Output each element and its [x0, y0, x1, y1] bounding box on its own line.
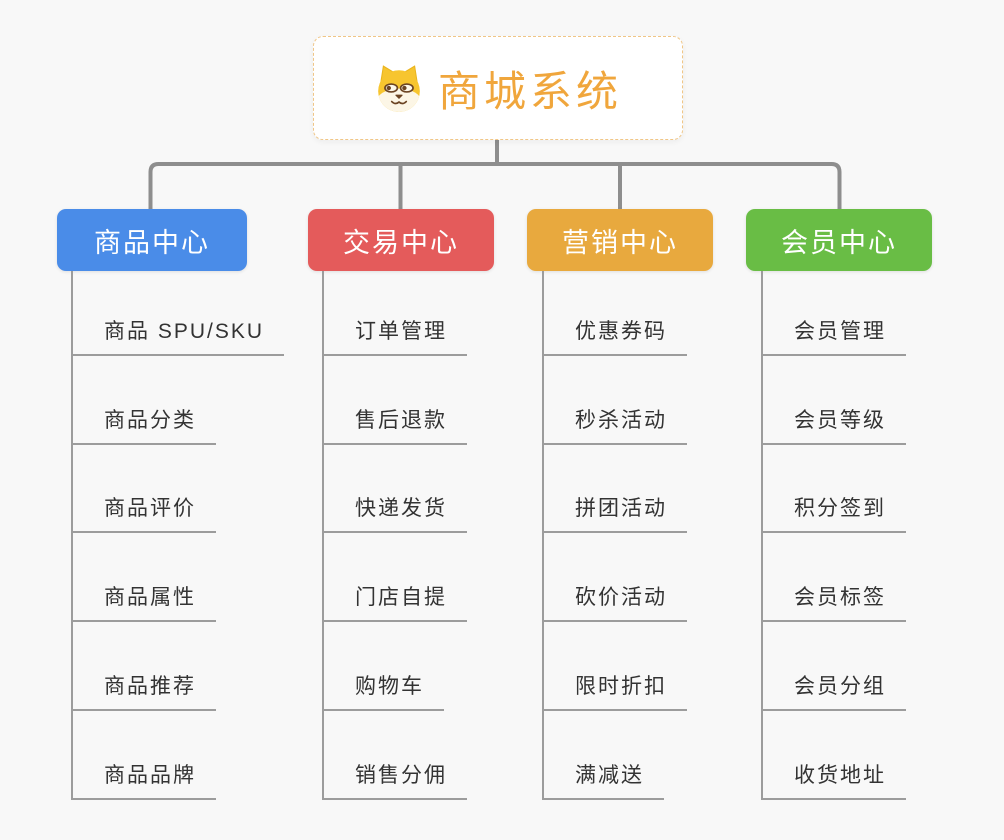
node-product-brand[interactable]: 商品品牌 [71, 763, 216, 800]
root-title: 商城系统 [437, 67, 622, 115]
node-member-group[interactable]: 会员分组 [761, 674, 906, 711]
node-points-checkin[interactable]: 积分签到 [761, 496, 906, 533]
node-shopping-cart[interactable]: 购物车 [322, 674, 444, 711]
node-shipping-address[interactable]: 收货地址 [761, 763, 906, 800]
node-product-attribute[interactable]: 商品属性 [71, 585, 216, 622]
node-express-delivery[interactable]: 快递发货 [322, 496, 467, 533]
trunk-line-marketing [542, 271, 544, 800]
branch-member-center[interactable]: 会员中心 [746, 209, 932, 271]
node-member-tag[interactable]: 会员标签 [761, 585, 906, 622]
trunk-line-trade [322, 271, 324, 800]
node-bargain-activity[interactable]: 砍价活动 [542, 585, 687, 622]
node-coupon-code[interactable]: 优惠券码 [542, 319, 687, 356]
node-limited-time-discount[interactable]: 限时折扣 [542, 674, 687, 711]
branch-marketing-center[interactable]: 营销中心 [527, 209, 713, 271]
connector-lines [148, 138, 842, 209]
node-member-management[interactable]: 会员管理 [761, 319, 906, 356]
shiba-dog-face-icon [378, 65, 420, 112]
node-store-pickup[interactable]: 门店自提 [322, 585, 467, 622]
node-flash-sale[interactable]: 秒杀活动 [542, 408, 687, 445]
node-product-category[interactable]: 商品分类 [71, 408, 216, 445]
node-full-reduction[interactable]: 满减送 [542, 763, 664, 800]
node-sales-commission[interactable]: 销售分佣 [322, 763, 467, 800]
node-group-buy[interactable]: 拼团活动 [542, 496, 687, 533]
branch-trade-center[interactable]: 交易中心 [308, 209, 494, 271]
node-member-level[interactable]: 会员等级 [761, 408, 906, 445]
node-product-spu-sku[interactable]: 商品 SPU/SKU [71, 319, 285, 356]
branch-product-center[interactable]: 商品中心 [57, 209, 247, 271]
trunk-line-product [71, 271, 73, 800]
node-product-review[interactable]: 商品评价 [71, 496, 216, 533]
root-node-mall-system[interactable]: 商城系统 [313, 36, 683, 140]
node-aftersale-refund[interactable]: 售后退款 [322, 408, 467, 445]
trunk-line-member [761, 271, 763, 800]
node-product-recommend[interactable]: 商品推荐 [71, 674, 216, 711]
node-order-management[interactable]: 订单管理 [322, 319, 467, 356]
